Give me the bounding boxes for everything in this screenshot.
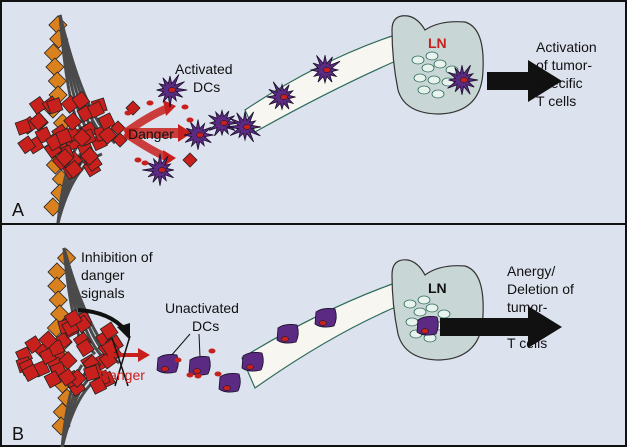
t-cell xyxy=(417,85,431,95)
ln-label-b: LN xyxy=(428,280,447,296)
danger-signal xyxy=(146,100,154,106)
tumor-cell xyxy=(99,321,119,341)
dc-label-b-line1: Unactivated xyxy=(165,300,239,316)
dc-label-a-line2: DCs xyxy=(193,79,220,95)
danger-arrows-a xyxy=(122,100,192,166)
danger-signal xyxy=(194,373,202,379)
antigen-dot xyxy=(158,167,166,173)
dc-label-a-line1: Activated xyxy=(175,61,233,77)
antigen-dot xyxy=(196,132,204,138)
outcome-arrow-b xyxy=(440,306,562,348)
danger-signal xyxy=(186,372,194,378)
danger-signal xyxy=(214,371,222,377)
tumor-cell xyxy=(63,309,83,328)
danger-signal xyxy=(186,117,194,123)
inhibition-label: Inhibition of danger signals xyxy=(81,249,157,301)
tumor-cell xyxy=(17,135,37,155)
t-cell xyxy=(437,309,451,319)
antigen-dot xyxy=(243,124,251,130)
tumor-cell xyxy=(29,111,49,131)
antigen-dot xyxy=(193,368,201,374)
t-cell xyxy=(425,303,439,313)
t-cell xyxy=(403,299,417,309)
tumor-cell xyxy=(57,367,77,387)
tumor-cell xyxy=(63,111,83,131)
block-cross xyxy=(111,337,129,387)
danger-signal xyxy=(141,160,149,166)
tumor-cell xyxy=(97,112,116,131)
tumor-cell xyxy=(89,376,108,395)
tumor-cell xyxy=(72,127,92,148)
t-cell xyxy=(427,75,441,85)
antigen-dot xyxy=(460,77,468,83)
tumor-cell xyxy=(55,148,75,168)
t-cell xyxy=(417,295,431,305)
tumor-cell xyxy=(83,364,100,382)
danger-signal xyxy=(181,104,189,110)
tumor-cell xyxy=(80,146,100,166)
activated-dcs xyxy=(124,55,479,186)
tumor-cell xyxy=(71,90,91,110)
outcome-text-b: Anergy/ Deletion of tumor- specific T ce… xyxy=(507,263,578,351)
tumor-cell xyxy=(14,118,32,136)
ln-label-a: LN xyxy=(428,35,447,51)
antigen-dot xyxy=(421,328,429,334)
antigen-dot xyxy=(161,366,169,372)
tumor-cell xyxy=(75,338,95,358)
danger-label-b: Danger xyxy=(99,367,145,383)
unactivated-dcs xyxy=(156,308,439,393)
t-cell xyxy=(421,63,435,73)
antigen-dot xyxy=(281,336,289,342)
t-cells-b xyxy=(403,295,451,343)
panel-letter-a: A xyxy=(12,200,24,220)
t-cell xyxy=(411,55,425,65)
panel-a: LN Danger Activated DCs Activation of tu… xyxy=(12,14,601,224)
inhibition-arrowhead xyxy=(117,323,130,340)
t-cell xyxy=(413,307,427,317)
tumor-cell xyxy=(86,100,105,119)
t-cell xyxy=(425,51,439,61)
danger-label-a: Danger xyxy=(128,126,174,142)
dc-pointer xyxy=(198,333,201,358)
tumor-cell xyxy=(46,97,64,115)
t-cell xyxy=(405,317,419,327)
danger-signal xyxy=(174,357,182,363)
danger-arrowhead-b xyxy=(138,348,150,362)
danger-signal xyxy=(124,110,132,116)
t-cell xyxy=(431,89,445,99)
tumor-cell xyxy=(98,125,118,145)
t-cell xyxy=(413,73,427,83)
tumor-cell xyxy=(43,370,62,389)
antigen-dot xyxy=(168,87,176,93)
panel-letter-b: B xyxy=(12,424,24,444)
dc-label-b-line2: DCs xyxy=(192,318,219,334)
antigen-dot xyxy=(223,385,231,391)
panel-b: LN Danger Inhibition of danger signals U… xyxy=(12,247,578,447)
tumor-mass-b xyxy=(15,247,124,447)
block-cross xyxy=(114,335,131,387)
danger-signal xyxy=(208,348,216,354)
antigen-dot xyxy=(246,364,254,370)
tumor-cell xyxy=(64,159,84,179)
activated-dc xyxy=(142,153,174,186)
t-cell xyxy=(433,59,447,69)
outcome-arrow-a xyxy=(487,60,562,102)
tumor-cell xyxy=(38,330,58,350)
antigen-dot xyxy=(280,94,288,100)
dc-pointer xyxy=(169,333,191,358)
antigen-dot xyxy=(319,320,327,326)
tumor-cell xyxy=(55,127,73,146)
danger-signal xyxy=(134,157,142,163)
antigen-dot xyxy=(323,67,331,73)
antigen-dot xyxy=(220,120,228,126)
tumor-fragment xyxy=(182,152,198,168)
tumor-mass-a xyxy=(14,14,198,224)
tumor-cell xyxy=(21,363,40,383)
outcome-text-a: Activation of tumor- specific T cells xyxy=(536,39,601,109)
